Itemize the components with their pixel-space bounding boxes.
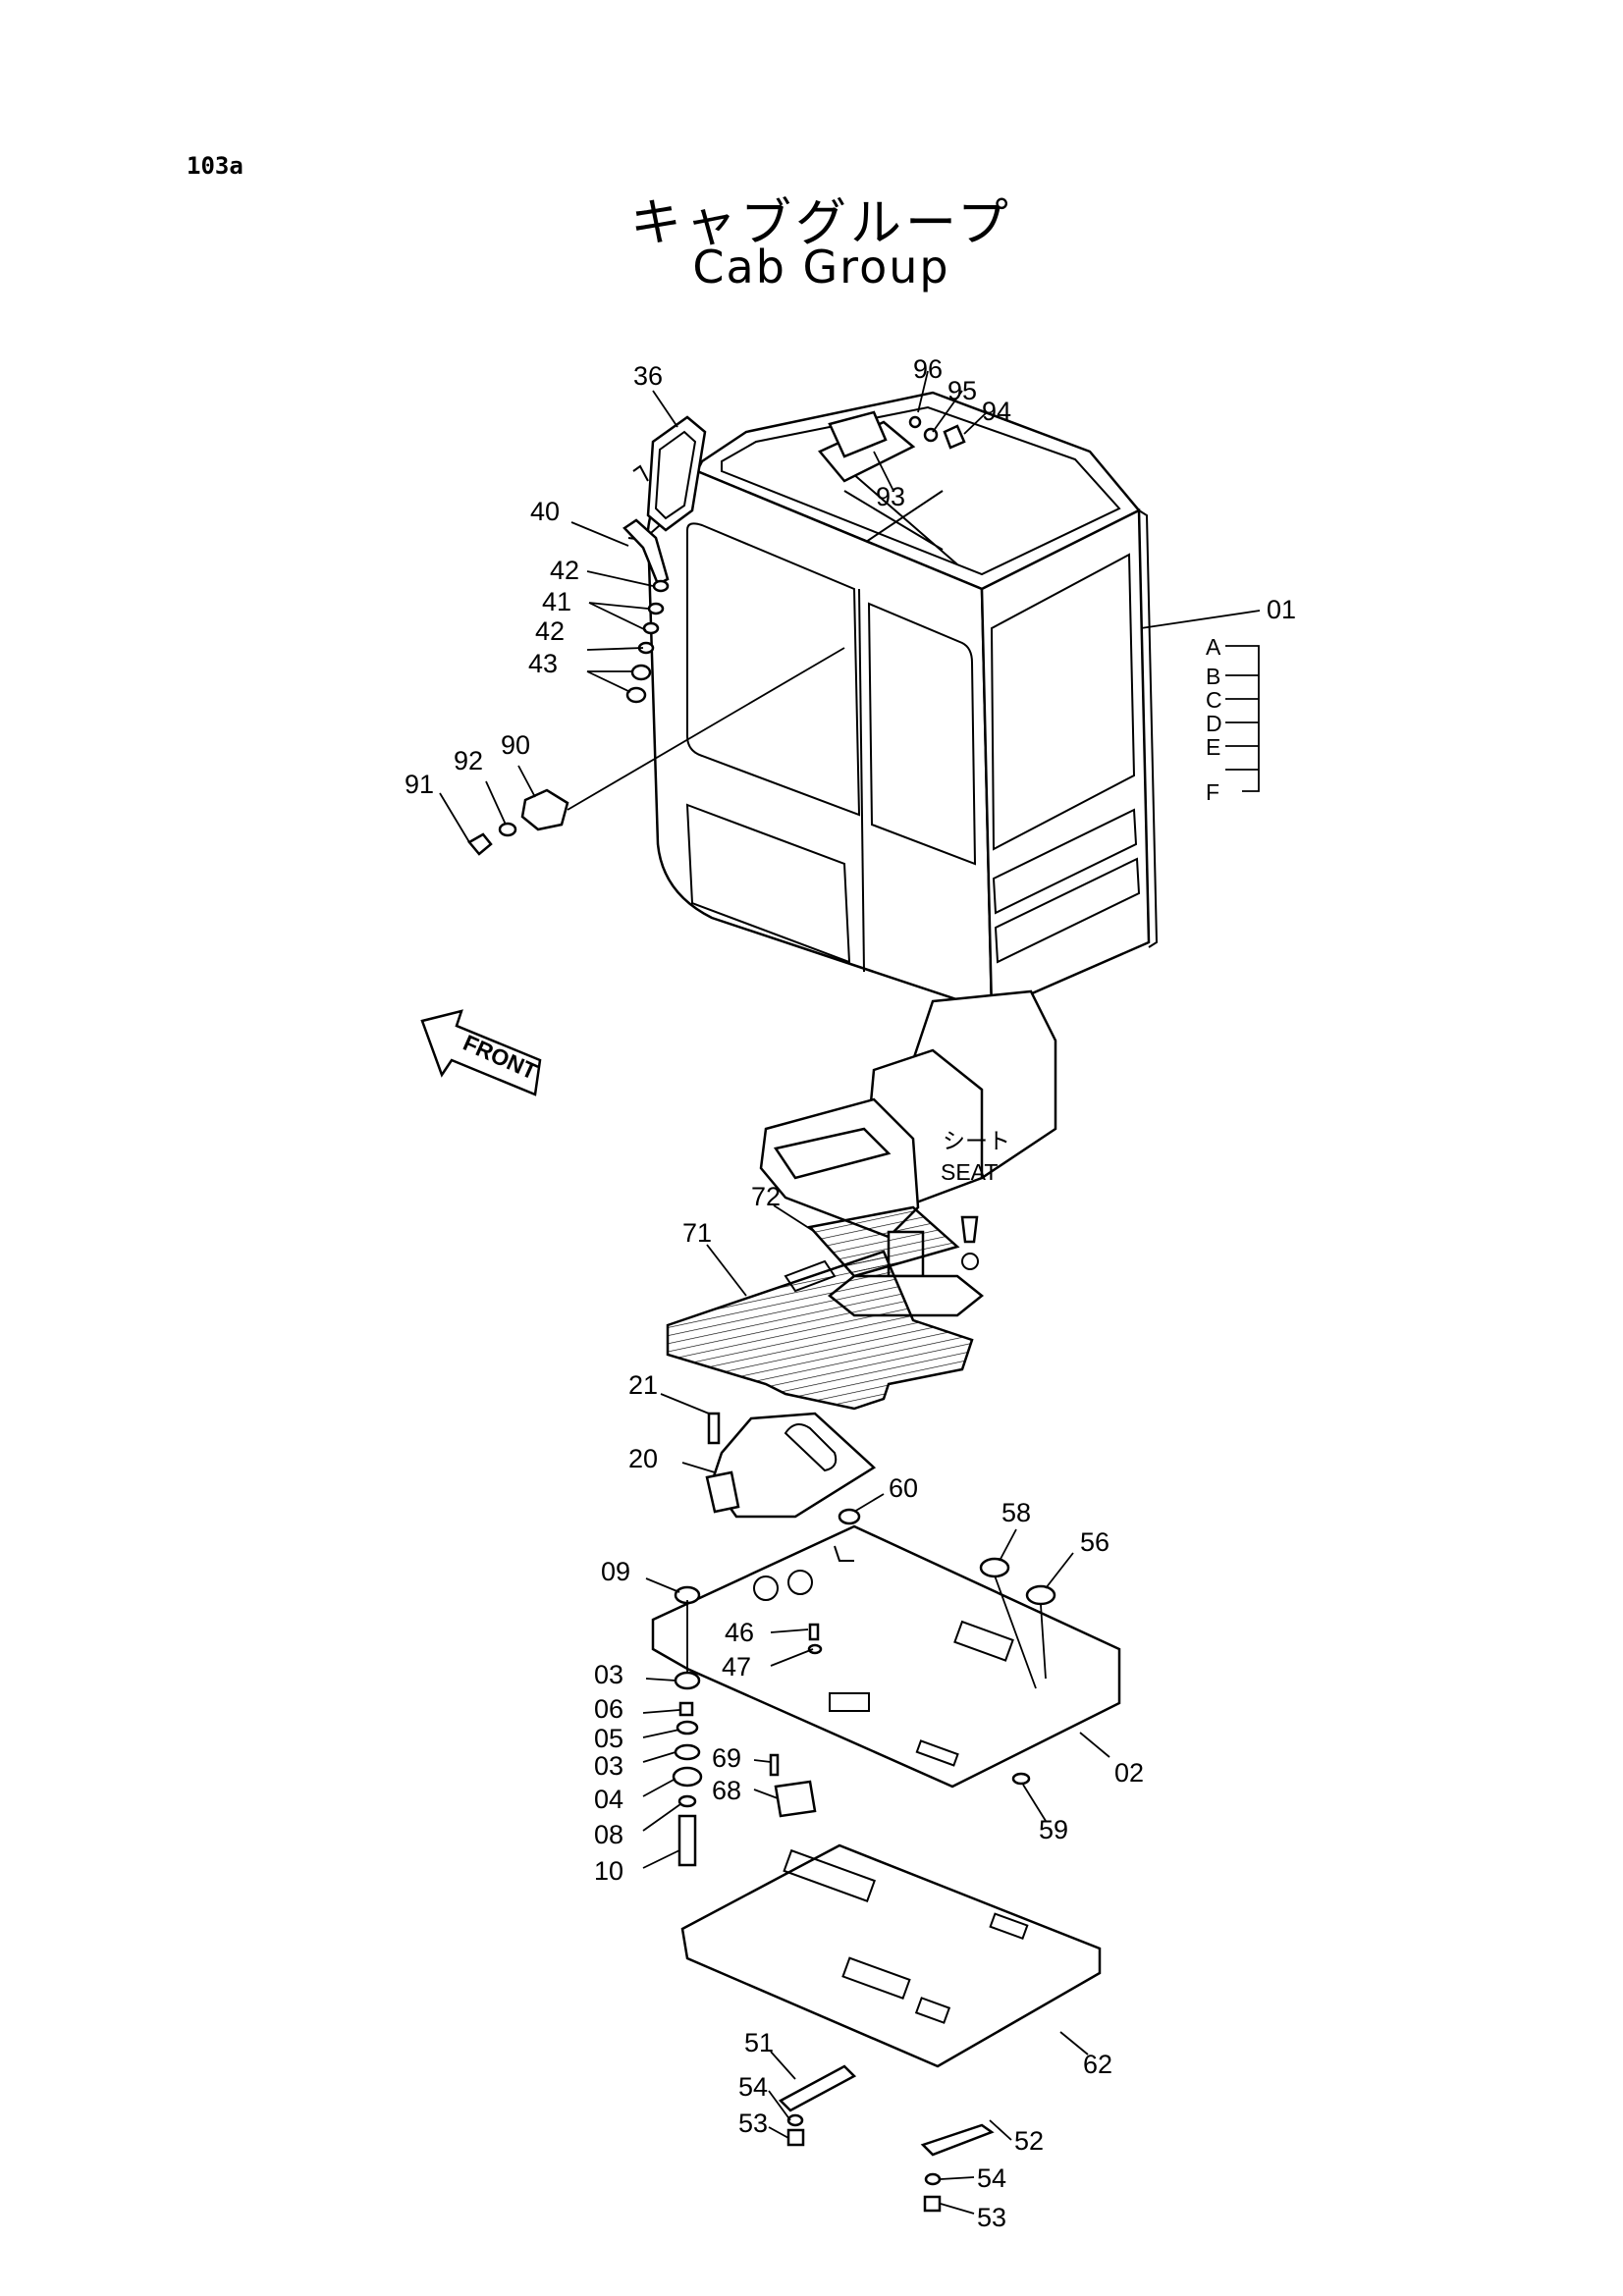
callout-72: 72 bbox=[751, 1182, 781, 1211]
callout-42-lower: 42 bbox=[535, 616, 565, 646]
callout-08: 08 bbox=[594, 1820, 623, 1849]
bolts-and-washers-41-43 bbox=[625, 579, 670, 704]
callout-69: 69 bbox=[712, 1743, 741, 1773]
operator-seat: シート SEAT bbox=[759, 989, 1057, 1317]
under-plate bbox=[680, 1843, 1102, 2068]
callout-54-left: 54 bbox=[738, 2072, 768, 2102]
callout-95: 95 bbox=[947, 376, 977, 405]
callout-43: 43 bbox=[528, 649, 558, 678]
callout-62: 62 bbox=[1083, 2050, 1112, 2079]
callout-71: 71 bbox=[682, 1218, 712, 1248]
callout-91: 91 bbox=[405, 770, 434, 799]
callout-05: 05 bbox=[594, 1724, 623, 1753]
callout-10: 10 bbox=[594, 1856, 623, 1886]
lower-brackets bbox=[778, 2064, 995, 2213]
callout-42-upper: 42 bbox=[550, 556, 579, 585]
callout-60: 60 bbox=[889, 1473, 918, 1503]
callout-01: 01 bbox=[1267, 595, 1296, 624]
callout-03-lower: 03 bbox=[594, 1751, 623, 1781]
seat-label-english: SEAT bbox=[941, 1159, 998, 1185]
callout-02: 02 bbox=[1114, 1758, 1144, 1788]
callout-52: 52 bbox=[1014, 2126, 1044, 2156]
callout-46: 46 bbox=[725, 1618, 754, 1647]
front-direction-arrow: FRONT bbox=[420, 1009, 542, 1096]
cab-variant-d: D bbox=[1206, 711, 1222, 736]
page-title-english: Cab Group bbox=[692, 240, 950, 294]
callout-47: 47 bbox=[722, 1652, 751, 1682]
callout-96: 96 bbox=[913, 354, 943, 384]
callout-90: 90 bbox=[501, 730, 530, 760]
callout-09: 09 bbox=[601, 1557, 630, 1586]
cab-variant-a: A bbox=[1206, 634, 1221, 660]
cab-variant-b: B bbox=[1206, 664, 1220, 689]
callout-56: 56 bbox=[1080, 1527, 1109, 1557]
floor-fasteners bbox=[769, 1508, 1056, 1818]
callout-53-left: 53 bbox=[738, 2109, 768, 2138]
pedal-bracket bbox=[705, 1412, 877, 1519]
callout-03-upper: 03 bbox=[594, 1660, 623, 1689]
callout-54-right: 54 bbox=[977, 2163, 1006, 2193]
cab-variant-e: E bbox=[1206, 734, 1220, 760]
callout-94: 94 bbox=[982, 397, 1011, 426]
mirror-assembly bbox=[622, 415, 707, 586]
floor-plate bbox=[651, 1524, 1121, 1789]
seat-label-japanese: シート bbox=[943, 1128, 1010, 1153]
callout-20: 20 bbox=[628, 1444, 658, 1473]
callout-41: 41 bbox=[542, 587, 571, 616]
callout-92: 92 bbox=[454, 746, 483, 775]
callout-53-right: 53 bbox=[977, 2203, 1006, 2232]
page-title-japanese: キャブグループ bbox=[630, 194, 1012, 253]
cab-mount-stack bbox=[672, 1585, 703, 1867]
callout-59: 59 bbox=[1039, 1815, 1068, 1844]
callout-leader-lines bbox=[439, 370, 1261, 2215]
callout-06: 06 bbox=[594, 1694, 623, 1724]
cab-variant-c: C bbox=[1206, 687, 1222, 713]
callout-labels: 36 96 95 94 93 40 42 41 42 43 01 A B C D… bbox=[405, 354, 1296, 2232]
callout-93: 93 bbox=[876, 482, 905, 511]
door-catch-assembly bbox=[467, 647, 845, 856]
callout-40: 40 bbox=[530, 497, 560, 526]
page-code: 103a bbox=[187, 152, 243, 180]
callout-21: 21 bbox=[628, 1370, 658, 1400]
callout-68: 68 bbox=[712, 1776, 741, 1805]
floor-mats bbox=[666, 1205, 974, 1411]
callout-58: 58 bbox=[1001, 1498, 1031, 1527]
cab-assembly bbox=[646, 391, 1159, 1013]
callout-04: 04 bbox=[594, 1785, 623, 1814]
callout-36: 36 bbox=[633, 361, 663, 391]
callout-51: 51 bbox=[744, 2028, 774, 2057]
cab-variant-f: F bbox=[1206, 779, 1219, 805]
